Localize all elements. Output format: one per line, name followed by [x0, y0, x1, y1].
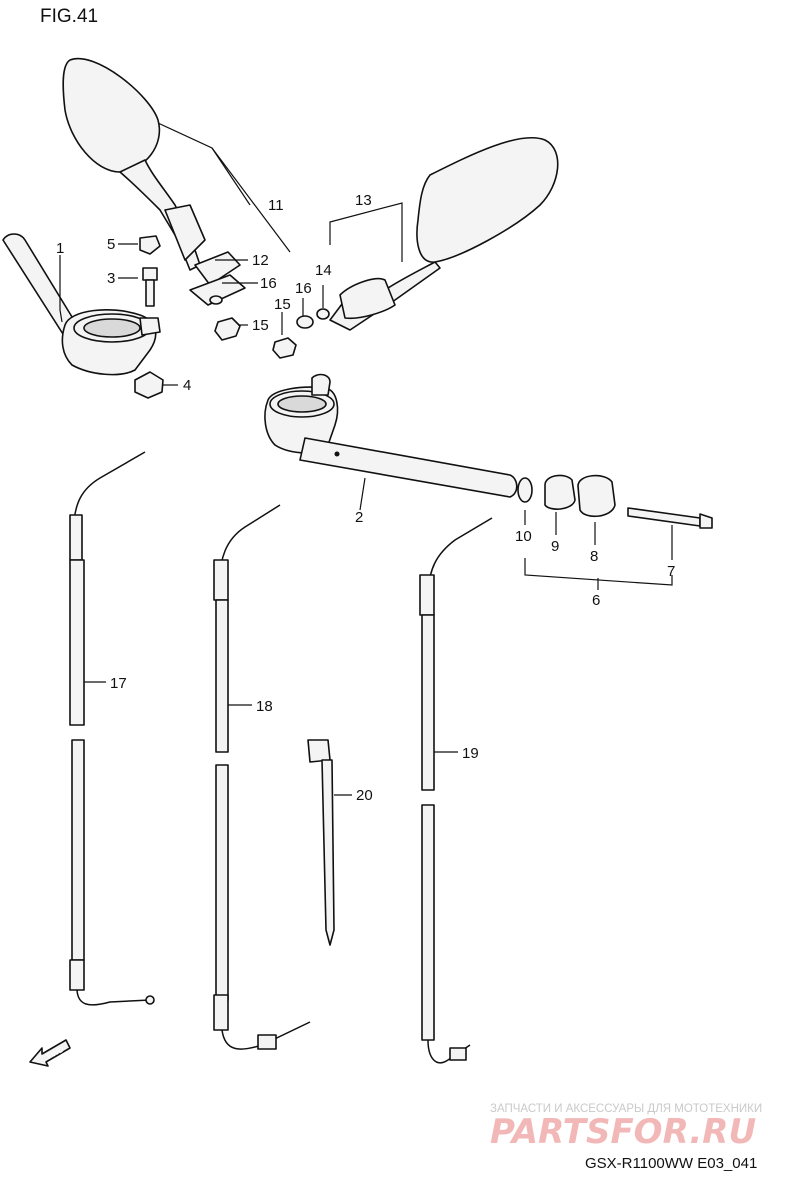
left-mirror-nut	[214, 317, 241, 341]
throttle-cable-17	[69, 451, 155, 1006]
callout-15-left: 15	[252, 317, 269, 334]
callout-16-right: 16	[295, 280, 312, 297]
callout-12: 12	[252, 252, 269, 269]
cable-19	[419, 517, 493, 1064]
callout-1: 1	[56, 240, 64, 257]
figure-code: GSX-R1100WW E03_041	[585, 1155, 757, 1172]
callout-6: 6	[592, 592, 600, 609]
callout-13: 13	[355, 192, 372, 209]
callout-2: 2	[355, 509, 363, 526]
callout-9: 9	[551, 538, 559, 555]
callout-4: 4	[183, 377, 191, 394]
callout-17: 17	[110, 675, 127, 692]
balancer-weight	[577, 474, 616, 518]
right-mirror	[329, 136, 559, 331]
callout-16-left: 16	[260, 275, 277, 292]
handlebar-nut	[134, 371, 164, 399]
callout-5: 5	[107, 236, 115, 253]
callout-3: 3	[107, 270, 115, 287]
right-mirror-nut	[272, 337, 297, 359]
callout-7: 7	[667, 563, 675, 580]
callout-20: 20	[356, 787, 373, 804]
callout-18: 18	[256, 698, 273, 715]
callout-15-right: 15	[274, 296, 291, 313]
cable-tie	[307, 739, 335, 946]
callout-14: 14	[315, 262, 332, 279]
right-mirror-washer	[296, 308, 330, 329]
left-handlebar	[2, 233, 161, 376]
weight-damper	[544, 474, 576, 510]
leader-lines	[59, 122, 673, 796]
callout-8: 8	[590, 548, 598, 565]
bolt	[142, 267, 158, 307]
watermark-logo: PARTSFOR.RU	[490, 1112, 756, 1152]
weight-washer	[517, 477, 533, 503]
left-mirror	[62, 57, 206, 271]
forward-arrow-icon: FWD	[29, 1039, 71, 1067]
callout-10: 10	[515, 528, 532, 545]
right-handlebar	[264, 373, 518, 498]
figure-title: FIG.41	[40, 6, 98, 27]
watermark-tagline: ЗАПЧАСТИ И АКСЕССУАРЫ ДЛЯ МОТОТЕХНИКИ	[490, 1103, 762, 1115]
callout-19: 19	[462, 745, 479, 762]
weight-screw	[627, 507, 713, 529]
callout-11: 11	[268, 197, 284, 214]
throttle-cable-18	[213, 504, 311, 1050]
cap	[139, 235, 161, 255]
